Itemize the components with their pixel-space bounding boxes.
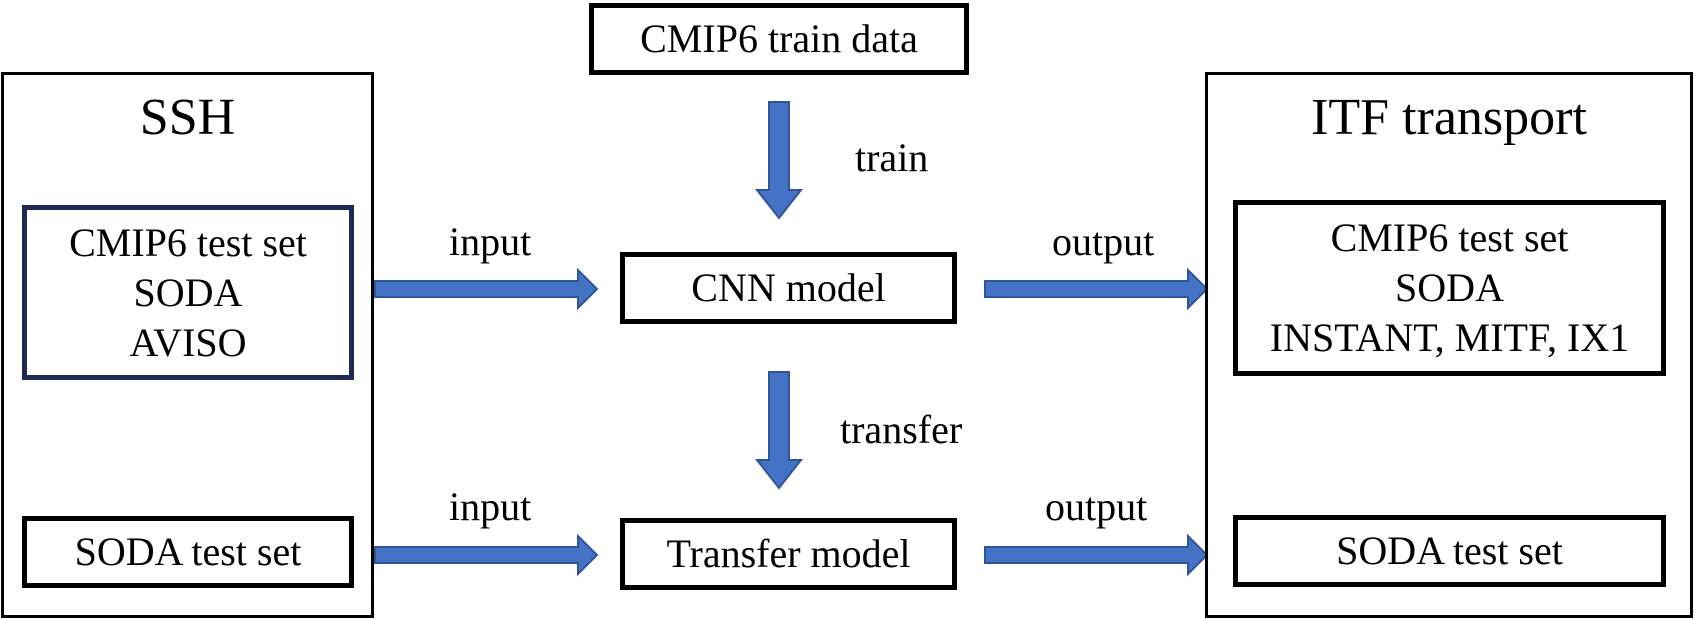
itf-upper-line-3: INSTANT, MITF, IX1	[1269, 315, 1630, 360]
cmip6-train-data-box: CMIP6 train data	[589, 3, 969, 75]
ssh-title: SSH	[139, 89, 236, 146]
transfer-label: transfer	[840, 407, 963, 452]
ssh-lower-box: SODA test set	[22, 516, 354, 588]
ssh-upper-line-1: CMIP6 test set	[69, 219, 307, 265]
itf-upper-box: CMIP6 test set SODA INSTANT, MITF, IX1	[1233, 200, 1666, 376]
transfer-model-label: Transfer model	[666, 531, 911, 576]
ssh-upper-line-2: SODA	[133, 269, 243, 315]
itf-upper-line-2: SODA	[1395, 265, 1504, 310]
input-arrow-top	[374, 267, 599, 311]
itf-lower-box: SODA test set	[1233, 515, 1666, 587]
output-arrow-bottom	[984, 533, 1209, 577]
ssh-lower-label: SODA test set	[74, 529, 302, 574]
itf-upper-line-1: CMIP6 test set	[1330, 215, 1569, 260]
transfer-model-box: Transfer model	[620, 518, 957, 590]
itf-transport-title: ITF transport	[1311, 89, 1587, 146]
cnn-model-box: CNN model	[620, 252, 957, 324]
train-label: train	[855, 135, 929, 180]
itf-lower-label: SODA test set	[1336, 528, 1563, 573]
input-arrow-bottom	[374, 533, 599, 577]
cmip6-train-data-label: CMIP6 train data	[640, 16, 918, 61]
output-label-bottom: output	[1045, 484, 1148, 529]
transfer-arrow	[754, 371, 804, 490]
cnn-model-label: CNN model	[691, 265, 886, 310]
train-arrow	[754, 101, 804, 220]
ssh-upper-line-3: AVISO	[129, 319, 247, 365]
input-label-bottom: input	[449, 484, 532, 529]
input-label-top: input	[449, 219, 532, 264]
output-arrow-top	[984, 267, 1209, 311]
output-label-top: output	[1052, 219, 1155, 264]
ssh-upper-box: CMIP6 test set SODA AVISO	[22, 205, 354, 380]
